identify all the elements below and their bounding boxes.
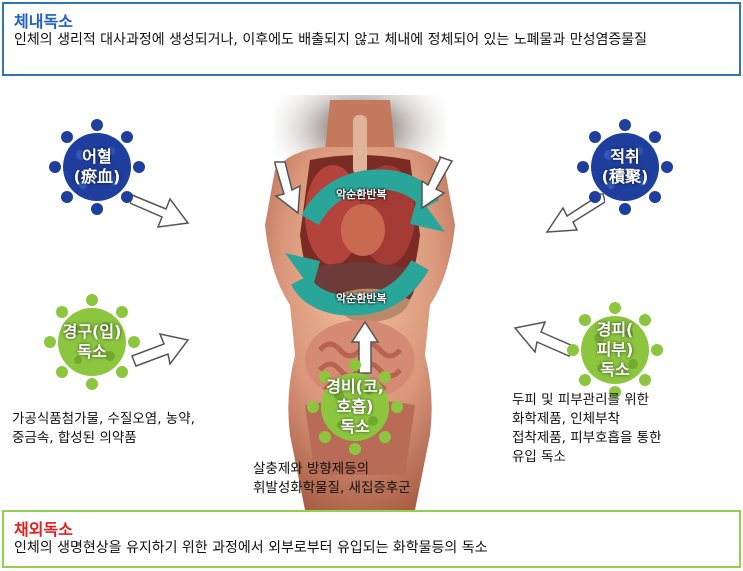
arrow-skin <box>513 320 574 357</box>
virus-nasal: 경비(코, 호흡) 독소 <box>303 355 407 459</box>
skin-desc-line: 유입 독소 <box>512 449 566 465</box>
virus-oral-line2: 독소 <box>77 342 107 361</box>
internal-toxin-description: 인체의 생리적 대사과정에 생성되거나, 이후에도 배출되지 않고 체내에 정체… <box>14 32 647 48</box>
skin-desc-line: 두피 및 피부관리를 위한 <box>512 392 650 408</box>
oral-toxin-description: 가공식품첨가물, 수질오염, 농약, 중금속, 합성된 의약품 <box>12 410 195 448</box>
internal-toxin-title: 체내독소 <box>14 12 73 31</box>
virus-accumulation-line2: (積聚) <box>601 167 649 186</box>
virus-skin-line3: 독소 <box>600 360 630 379</box>
virus-nasal-line2: 호흡) <box>336 397 374 416</box>
virus-nasal-line3: 독소 <box>340 417 370 436</box>
virus-green-icon <box>307 359 403 455</box>
arrow-oral <box>131 332 190 367</box>
virus-blue-icon <box>49 119 145 215</box>
virus-accumulation: 적취 (積聚) <box>573 115 677 219</box>
skin-toxin-description: 두피 및 피부관리를 위한 화학제품, 인체부착 접착제품, 피부호흡을 통한 … <box>512 391 662 467</box>
skin-desc-line: 접착제품, 피부호흡을 통한 <box>512 430 662 446</box>
virus-blue-icon <box>577 119 673 215</box>
external-toxin-box: 채외독소 인체의 생명현상을 유지하기 위한 과정에서 외부로부터 유입되는 화… <box>2 510 741 568</box>
cycle-arrows <box>285 169 445 316</box>
external-toxin-title: 채외독소 <box>14 520 73 539</box>
virus-skin: 경피( 피부) 독소 <box>563 298 667 402</box>
virus-stasis-line1: 어혈 <box>82 147 112 166</box>
nasal-desc-line: 살충제와 방향제등의 <box>253 461 370 477</box>
virus-skin-line1: 경피( <box>596 320 634 339</box>
arrow-top-left <box>274 161 301 215</box>
oral-desc-line: 가공식품첨가물, 수질오염, 농약, <box>12 411 195 427</box>
virus-green-icon <box>44 294 140 390</box>
nasal-desc-line: 휘발성화학물질, 새집증후군 <box>253 480 411 496</box>
virus-stasis-line2: (瘀血) <box>73 167 121 186</box>
virus-green-icon <box>567 302 663 398</box>
virus-oral-line1: 경구(입) <box>62 322 122 341</box>
virus-nasal-line1: 경비(코, <box>326 377 384 396</box>
cycle-label-top: 악순환반복 <box>336 188 387 201</box>
external-toxin-description: 인체의 생명현상을 유지하기 위한 과정에서 외부로부터 유입되는 화학물등의 … <box>14 540 488 556</box>
virus-accumulation-line1: 적취 <box>610 147 640 166</box>
arrow-accumulation <box>545 193 605 233</box>
virus-stasis: 어혈 (瘀血) <box>45 115 149 219</box>
arrow-stasis <box>130 193 190 228</box>
virus-skin-line2: 피부) <box>596 340 634 359</box>
virus-oral: 경구(입) 독소 <box>40 290 144 394</box>
oral-desc-line: 중금속, 합성된 의약품 <box>12 430 137 446</box>
arrow-top-right <box>421 155 454 210</box>
nasal-toxin-description: 살충제와 방향제등의 휘발성화학물질, 새집증후군 <box>253 460 411 498</box>
cycle-label-bottom: 악순환반복 <box>336 292 387 305</box>
skin-desc-line: 화학제품, 인체부착 <box>512 411 620 427</box>
internal-toxin-box: 체내독소 인체의 생리적 대사과정에 생성되거나, 이후에도 배출되지 않고 체… <box>2 2 741 76</box>
arrow-nasal <box>350 320 380 374</box>
